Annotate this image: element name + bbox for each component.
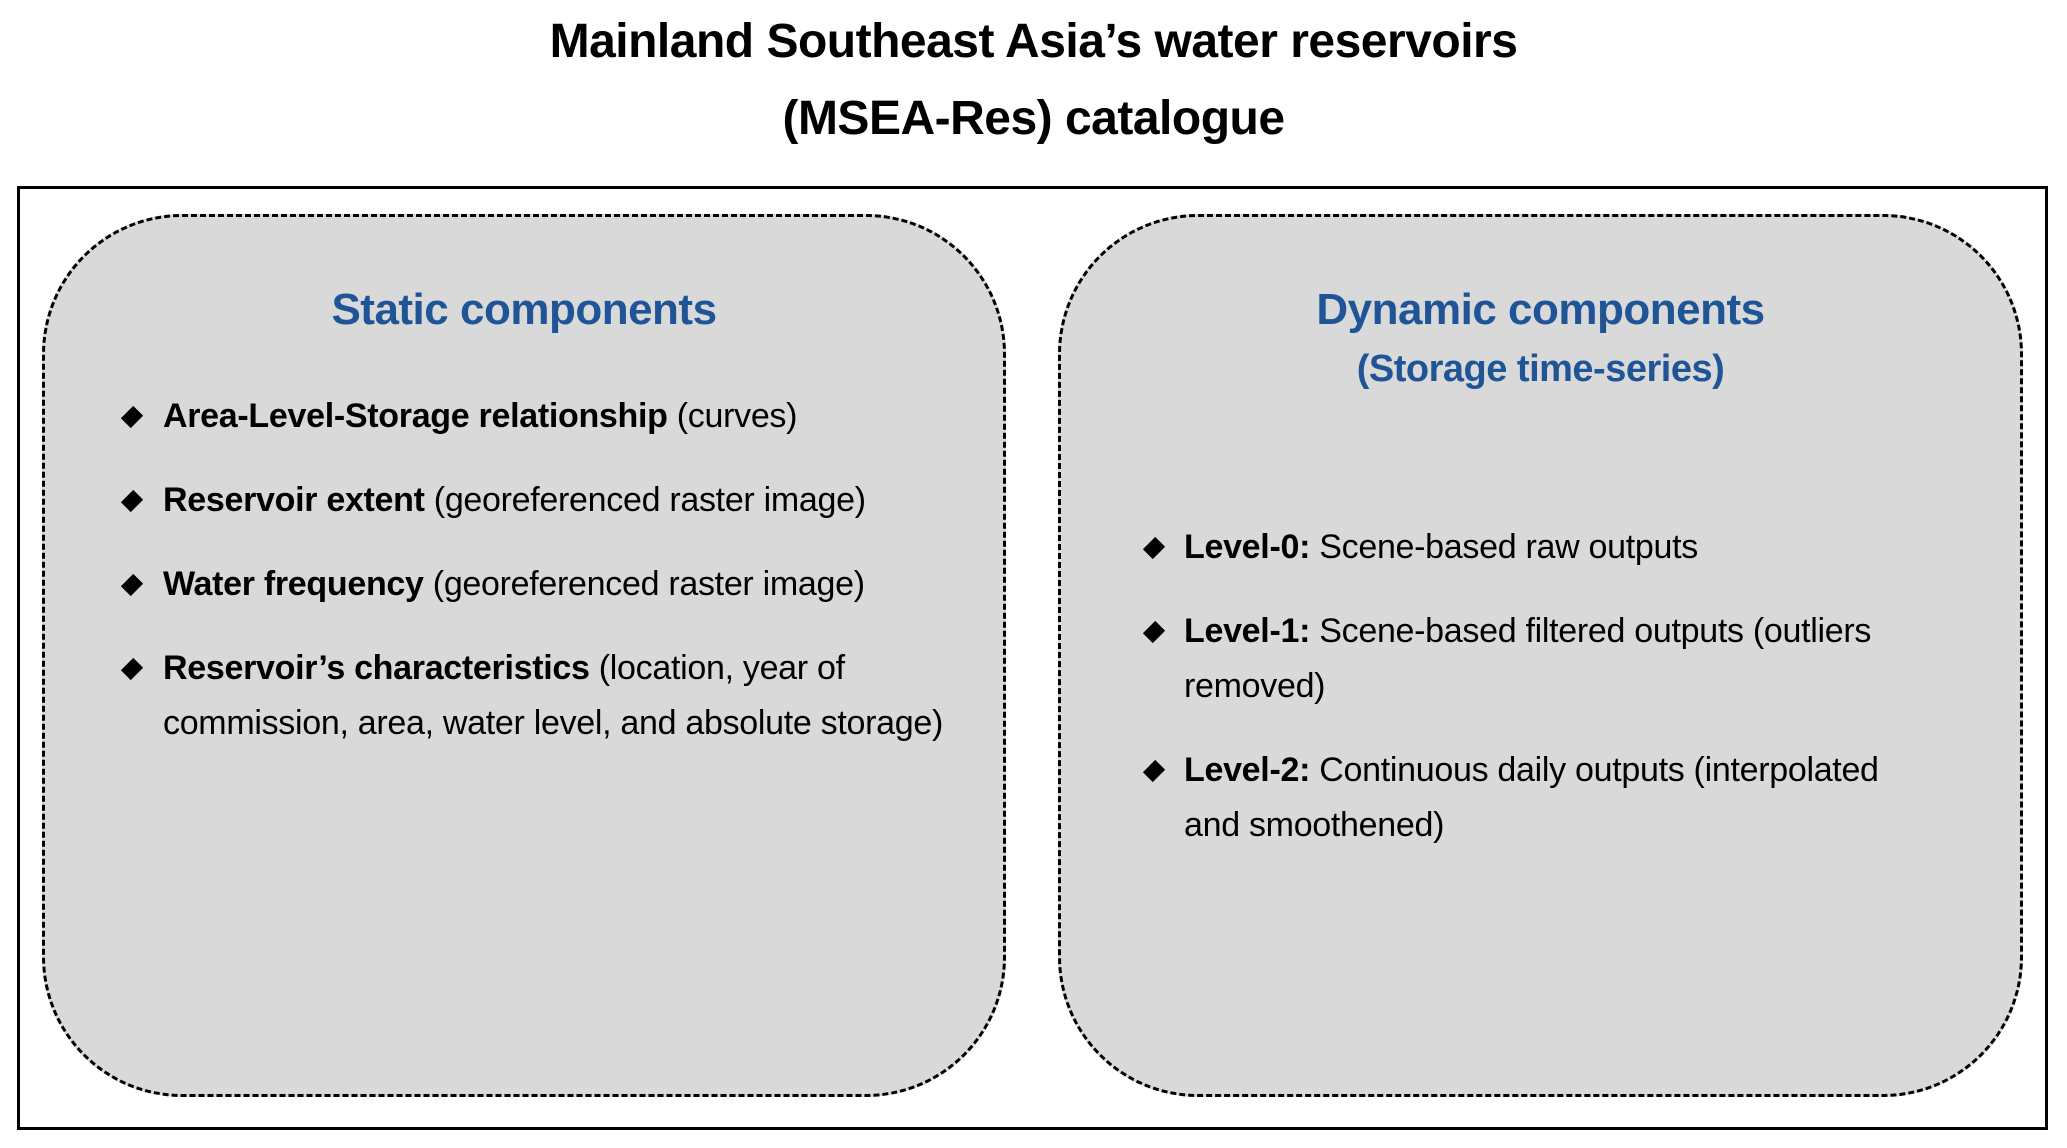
- diamond-bullet-icon: [120, 489, 144, 513]
- diamond-bullet-icon: [1142, 620, 1166, 644]
- item-description: (curves): [667, 397, 798, 435]
- item-description: (georeferenced raster image): [424, 481, 866, 519]
- dynamic-components-subheading: (Storage time-series): [1356, 348, 1725, 390]
- diagram-title-line-2: (MSEA-Res) catalogue: [782, 92, 1285, 145]
- list-item: Area-Level-Storage relationship (curves): [120, 389, 963, 444]
- dynamic-components-panel: Dynamic components (Storage time-series)…: [1058, 214, 2023, 1097]
- static-components-panel: Static components Area-Level-Storage rel…: [42, 214, 1006, 1097]
- diamond-bullet-icon: [120, 573, 144, 597]
- list-item: Level-0: Scene-based raw outputs: [1142, 520, 1964, 575]
- item-description: Continuous daily outputs (interpolated a…: [1184, 751, 1879, 844]
- item-description: (georeferenced raster image): [423, 565, 865, 603]
- diamond-bullet-icon: [1142, 536, 1166, 560]
- item-bold-label: Reservoir’s characteristics: [163, 649, 590, 687]
- diamond-bullet-icon: [120, 657, 144, 681]
- item-description: Scene-based filtered outputs (outliers r…: [1184, 612, 1872, 705]
- diagram-title-line-1: Mainland Southeast Asia’s water reservoi…: [549, 15, 1518, 68]
- dynamic-components-heading: Dynamic components: [1316, 285, 1765, 334]
- item-bold-label: Level-2:: [1184, 751, 1311, 789]
- diamond-bullet-icon: [120, 405, 144, 429]
- item-description: (location, year of commission, area, wat…: [163, 649, 944, 742]
- list-item: Reservoir’s characteristics (location, y…: [120, 641, 963, 751]
- list-item: Level-2: Continuous daily outputs (inter…: [1142, 743, 1884, 853]
- item-bold-label: Area-Level-Storage relationship: [163, 397, 668, 435]
- diamond-bullet-icon: [1142, 759, 1166, 783]
- item-bold-label: Reservoir extent: [163, 481, 425, 519]
- item-bold-label: Level-0:: [1184, 528, 1311, 566]
- item-bold-label: Level-1:: [1184, 612, 1311, 650]
- static-components-heading: Static components: [331, 285, 717, 334]
- dynamic-components-list: Level-0: Scene-based raw outputs Level-1…: [1142, 520, 1964, 853]
- list-item: Reservoir extent (georeferenced raster i…: [120, 473, 903, 528]
- static-components-list: Area-Level-Storage relationship (curves)…: [120, 389, 963, 751]
- item-bold-label: Water frequency: [163, 565, 424, 603]
- list-item: Level-1: Scene-based filtered outputs (o…: [1142, 604, 1904, 714]
- catalogue-frame: [17, 186, 2048, 1130]
- list-item: Water frequency (georeferenced raster im…: [120, 557, 903, 612]
- item-description: Scene-based raw outputs: [1310, 528, 1698, 566]
